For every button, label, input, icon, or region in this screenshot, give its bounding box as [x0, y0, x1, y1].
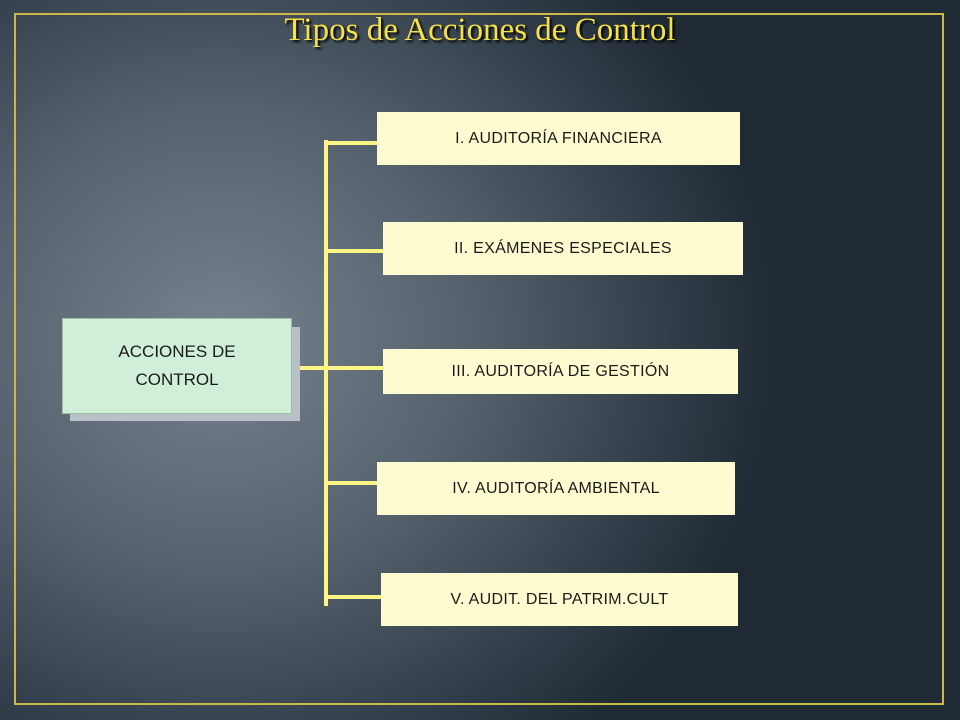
child-node-auditoria-ambiental: IV. AUDITORÍA AMBIENTAL — [377, 462, 735, 515]
child-node-label: I. AUDITORÍA FINANCIERA — [455, 129, 662, 147]
child-node-auditoria-financiera: I. AUDITORÍA FINANCIERA — [377, 112, 740, 165]
root-node-label: ACCIONES DE CONTROL — [118, 342, 236, 389]
child-node-label: II. EXÁMENES ESPECIALES — [454, 239, 672, 257]
child-node-examenes-especiales: II. EXÁMENES ESPECIALES — [383, 222, 743, 275]
child-node-auditoria-de-gestion: III. AUDITORÍA DE GESTIÓN — [383, 349, 738, 394]
child-node-label: V. AUDIT. DEL PATRIM.CULT — [450, 590, 669, 608]
child-node-label: III. AUDITORÍA DE GESTIÓN — [451, 362, 670, 380]
slide-title: Tipos de Acciones de Control — [284, 12, 676, 48]
child-node-audit-patrim-cult: V. AUDIT. DEL PATRIM.CULT — [381, 573, 738, 626]
root-node: ACCIONES DE CONTROL — [62, 318, 292, 414]
slide-frame — [14, 13, 944, 705]
child-node-label: IV. AUDITORÍA AMBIENTAL — [452, 479, 660, 497]
